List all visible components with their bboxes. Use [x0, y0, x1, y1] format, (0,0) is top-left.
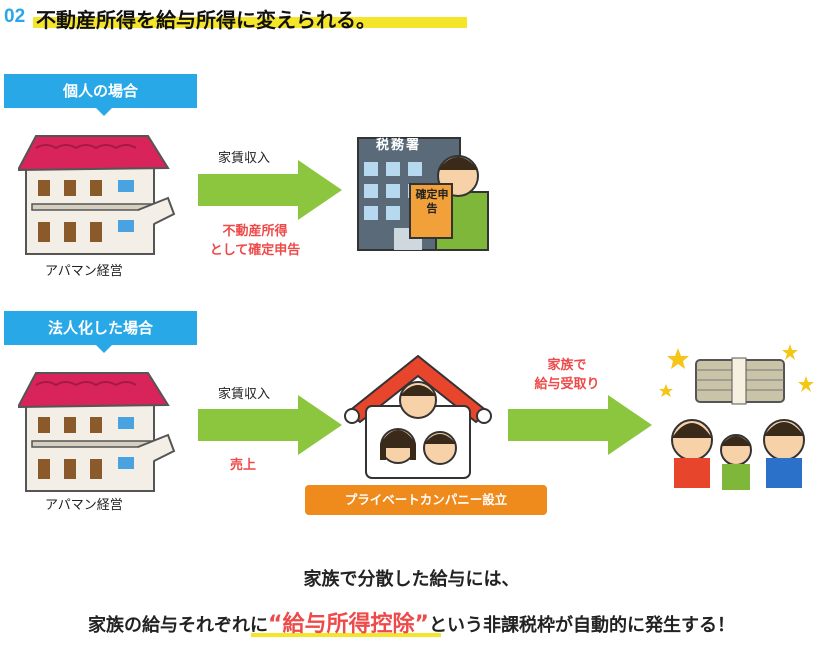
section-number: 02 — [4, 6, 26, 27]
arrow-note-sales: 売上 — [230, 458, 257, 473]
emphasis-underline — [251, 633, 441, 637]
apartment-house-icon — [18, 135, 176, 255]
house-label: アパマン経営 — [45, 498, 123, 513]
footer-line-2-before: 家族の給与それぞれに — [88, 615, 269, 636]
tax-return-document: 確定申告 — [415, 188, 449, 215]
right-arrow-icon — [198, 395, 342, 455]
title-highlight — [33, 17, 467, 28]
arrow-label-rent: 家賃収入 — [218, 387, 271, 402]
tag-corporation: 法人化した場合 — [4, 311, 197, 353]
footer-line-2-after: という非課税枠が自動的に発生する！ — [428, 615, 735, 636]
arrow-note-tax-filing: 不動産所得 として確定申告 — [209, 224, 301, 258]
house-label: アパマン経営 — [45, 264, 123, 279]
footer-line-2: 家族の給与それぞれに“給与所得控除”という非課税枠が自動的に発生する！ — [0, 606, 823, 638]
family-home-icon — [344, 354, 492, 479]
arrow-label-rent: 家賃収入 — [218, 151, 271, 166]
apartment-house-icon — [18, 372, 176, 492]
right-arrow-icon — [198, 160, 342, 220]
tax-office-sign: 税務署 — [376, 138, 422, 153]
page-title: 不動産所得を給与所得に変えられる。 — [36, 8, 376, 32]
footer-line-1: 家族で分散した給与には、 — [303, 569, 520, 590]
private-company-button: プライベートカンパニー設立 — [305, 485, 547, 515]
tax-office-icon — [357, 137, 489, 251]
footer-emphasis: “給与所得控除” — [268, 612, 429, 637]
arrow-note-family-salary: 家族で 給与受取り — [534, 358, 600, 392]
tag-individual: 個人の場合 — [4, 74, 197, 116]
money-family-icon — [659, 344, 814, 490]
right-arrow-icon — [508, 395, 652, 455]
